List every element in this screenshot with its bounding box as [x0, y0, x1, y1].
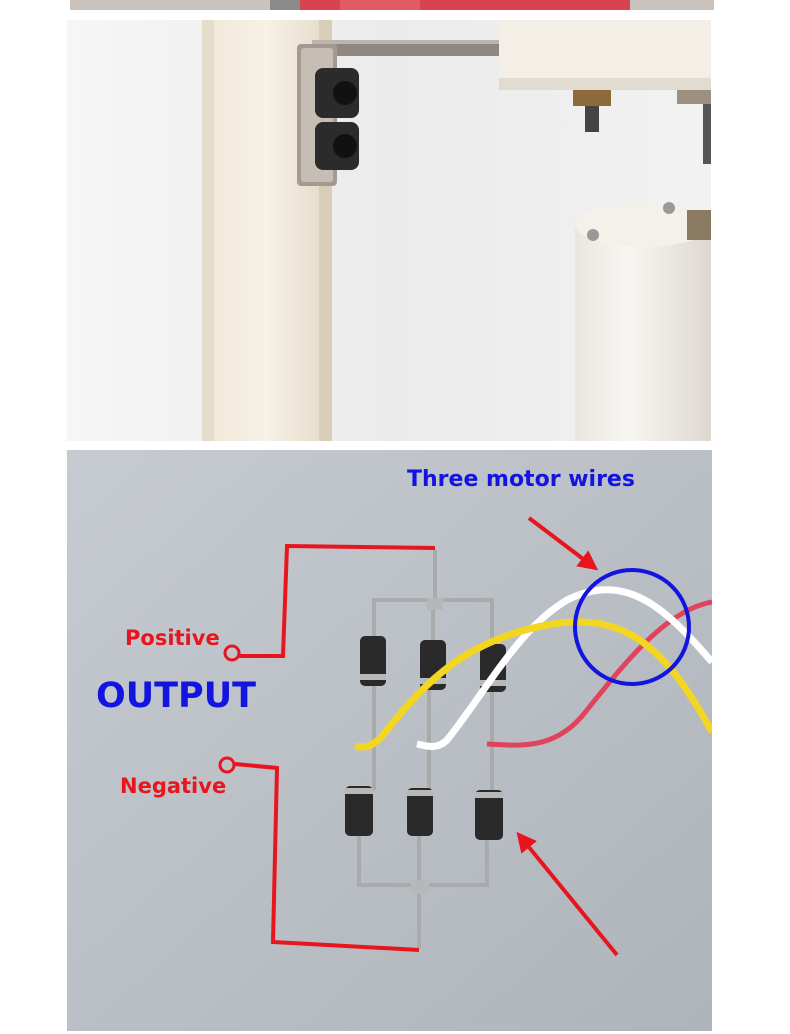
terminal-circle-icon — [223, 644, 241, 662]
wire-yellow — [354, 618, 712, 751]
positive-lead-line — [239, 543, 436, 658]
negative-label: Negative — [120, 774, 227, 798]
positive-label: Positive — [125, 626, 220, 650]
top-photo-strip — [70, 0, 714, 10]
motor-housing — [575, 220, 711, 441]
wire-pink — [486, 599, 712, 748]
output-label: OUTPUT — [96, 676, 256, 716]
diode-bottom-2 — [407, 788, 433, 836]
negative-lead-line — [234, 762, 420, 952]
bracket-photo — [67, 20, 711, 441]
terminal-circle-icon — [218, 756, 236, 774]
diode-top-1 — [360, 636, 386, 686]
diode-bottom-1 — [345, 786, 373, 836]
red-arrow-icon — [527, 516, 599, 571]
diode-bottom-3 — [475, 790, 503, 840]
diodes-bottom-row — [345, 786, 503, 840]
diode-bridge-photo: Three motor wires Positive OUTPUT Negati… — [67, 450, 712, 1031]
motor-wires-label: Three motor wires — [407, 467, 635, 492]
red-arrow-icon — [516, 831, 619, 957]
blue-circle-marker — [573, 568, 691, 686]
